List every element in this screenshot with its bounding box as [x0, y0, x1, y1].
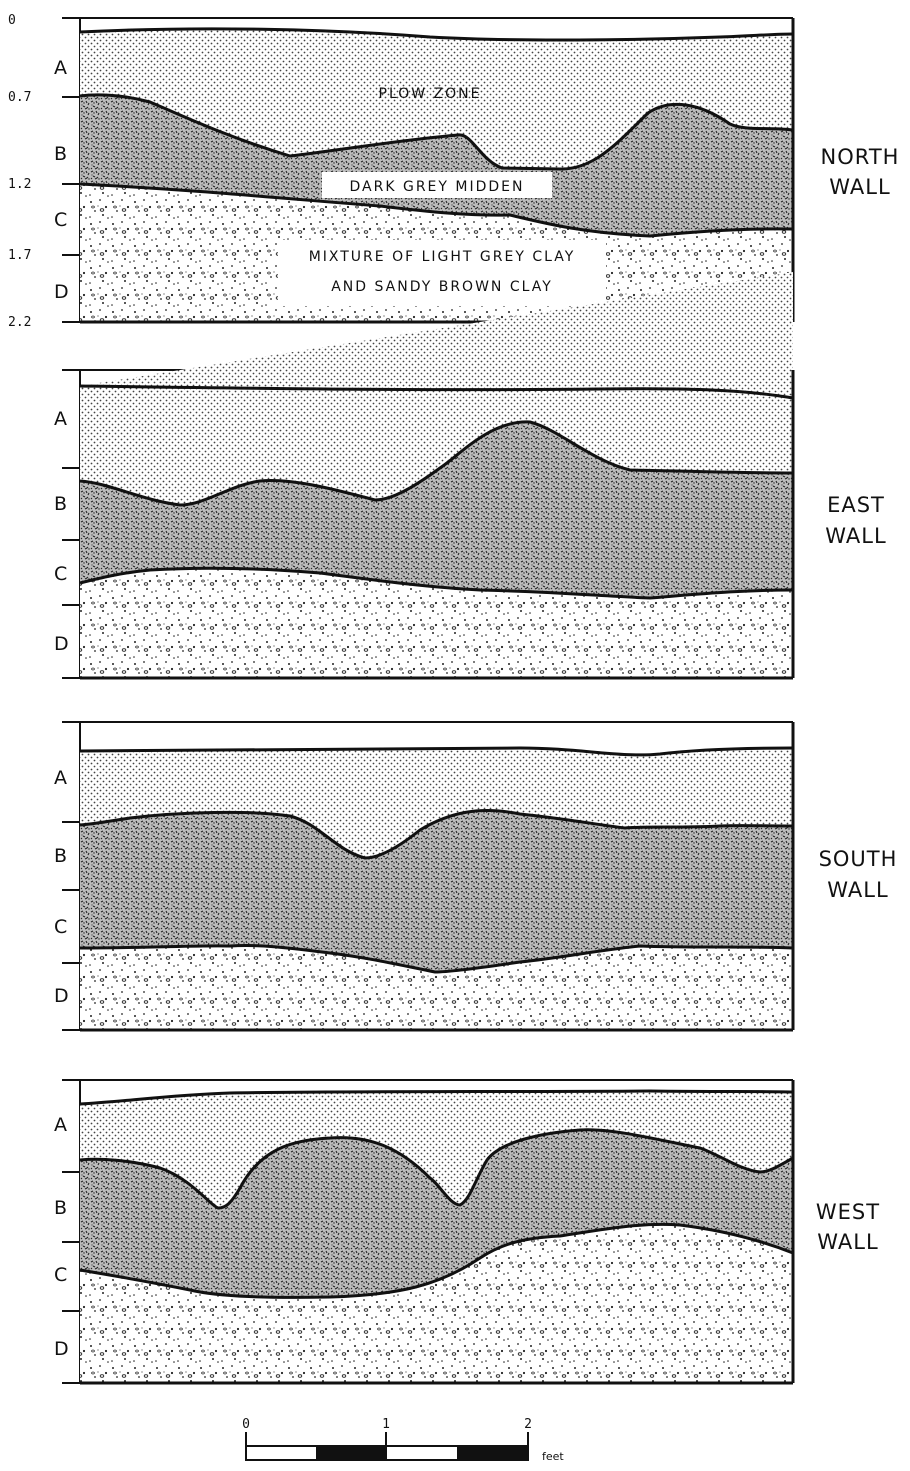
layer-letter-d: D [54, 633, 69, 655]
scale-tick-0: 0 [242, 1417, 250, 1432]
scale-unit-label: feet [542, 1450, 564, 1463]
layer-letter-d: D [54, 281, 69, 303]
west-wall-profile: A B C D WEST WALL [54, 1079, 880, 1385]
zone-label-clay-line2: AND SANDY BROWN CLAY [331, 279, 553, 295]
layer-letter-c: C [54, 563, 67, 585]
wall-label-north-line1: NORTH [821, 145, 900, 169]
east-clay-layer [80, 568, 793, 678]
south-midden-layer [80, 810, 793, 972]
south-wall-profile: A B C D SOUTH WALL [54, 721, 898, 1032]
layer-letter-b: B [54, 845, 67, 867]
depth-label-0: 0 [8, 13, 16, 28]
south-plow-zone-layer [80, 748, 793, 858]
layer-letter-c: C [54, 916, 67, 938]
north-wall-profile: PLOW ZONE DARK GREY MIDDEN MIXTURE OF LI… [8, 13, 900, 330]
zone-label-midden: DARK GREY MIDDEN [350, 179, 525, 195]
scale-bar: 0 1 2 feet [242, 1417, 564, 1463]
scale-tick-1: 1 [382, 1417, 390, 1432]
layer-letter-d: D [54, 985, 69, 1007]
wall-label-south-line2: WALL [827, 878, 888, 902]
west-midden-layer [80, 1129, 793, 1298]
wall-label-east-line1: EAST [827, 493, 885, 517]
south-clay-layer [80, 945, 793, 1030]
wall-label-west-line2: WALL [817, 1230, 878, 1254]
depth-label-0-7: 0.7 [8, 90, 31, 105]
scale-bar-segment [457, 1446, 528, 1460]
east-plow-zone-layer [80, 272, 793, 398]
east-wall-profile: A B C D EAST WALL [54, 272, 886, 680]
layer-letter-c: C [54, 209, 67, 231]
wall-label-north-line2: WALL [829, 175, 890, 199]
west-clay-layer [80, 1224, 793, 1383]
layer-letter-a: A [54, 767, 67, 789]
depth-label-1-2: 1.2 [8, 177, 31, 192]
layer-letter-a: A [54, 57, 67, 79]
layer-letter-b: B [54, 1197, 67, 1219]
layer-letter-d: D [54, 1338, 69, 1360]
zone-label-clay-line1: MIXTURE OF LIGHT GREY CLAY [309, 249, 576, 265]
layer-letter-a: A [54, 408, 67, 430]
depth-label-1-7: 1.7 [8, 248, 31, 263]
depth-label-2-2: 2.2 [8, 315, 31, 330]
layer-letter-b: B [54, 143, 67, 165]
scale-tick-2: 2 [524, 1417, 532, 1432]
layer-letter-c: C [54, 1264, 67, 1286]
scale-bar-segment [316, 1446, 386, 1460]
west-plow-zone-layer [80, 1091, 793, 1208]
north-midden-layer [80, 94, 793, 236]
wall-label-west-line1: WEST [816, 1200, 880, 1224]
zone-label-plow: PLOW ZONE [379, 86, 482, 102]
layer-letter-a: A [54, 1114, 67, 1136]
wall-label-south-line1: SOUTH [819, 847, 898, 871]
layer-letter-b: B [54, 493, 67, 515]
wall-label-east-line2: WALL [825, 524, 886, 548]
